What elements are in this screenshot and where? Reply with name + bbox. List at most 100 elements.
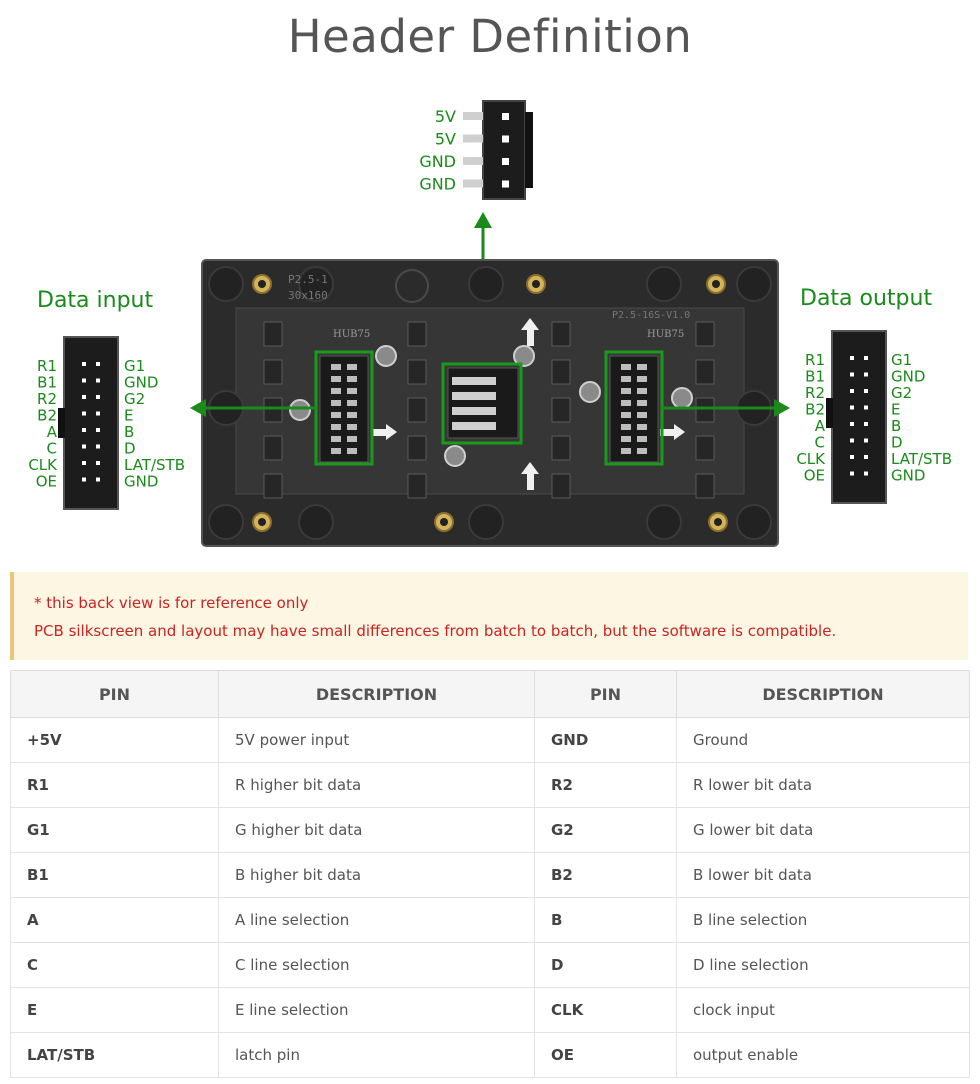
board-screw-center bbox=[714, 518, 722, 526]
data-output-connector bbox=[826, 330, 887, 504]
connector-pin-label: B bbox=[124, 423, 134, 441]
board-chip bbox=[263, 397, 283, 423]
power-pin-label: GND bbox=[419, 152, 456, 171]
board-header-pin bbox=[637, 424, 647, 430]
board-header-pin bbox=[637, 436, 647, 442]
connector-pin-hole bbox=[850, 356, 854, 360]
description-cell: G higher bit data bbox=[218, 807, 535, 853]
connector-pin-hole bbox=[96, 428, 100, 432]
power-pin-hole bbox=[502, 180, 509, 188]
power-arrow-head bbox=[474, 212, 492, 228]
power-pin-label: 5V bbox=[435, 130, 456, 149]
connector-pin-label: OE bbox=[804, 467, 825, 485]
board-screw-center bbox=[712, 280, 720, 288]
board-mount-hole bbox=[298, 504, 334, 540]
board-mount-hole bbox=[208, 504, 244, 540]
table-header-row: PIN DESCRIPTION PIN DESCRIPTION bbox=[10, 670, 970, 718]
board-chip bbox=[407, 397, 427, 423]
board-capacitor bbox=[289, 399, 311, 421]
connector-pin-label: A bbox=[815, 417, 826, 435]
description-cell: clock input bbox=[676, 987, 970, 1033]
board-header-pin bbox=[347, 400, 357, 406]
connector-pin-label: G2 bbox=[124, 390, 145, 408]
connector-pin-label: R2 bbox=[37, 390, 57, 408]
board-chip bbox=[695, 397, 715, 423]
pin-cell: R1 bbox=[10, 762, 219, 808]
description-cell: B line selection bbox=[676, 897, 970, 943]
header-pin-2: PIN bbox=[534, 670, 677, 718]
board-mount-hole bbox=[646, 266, 682, 302]
board-mount-hole bbox=[208, 266, 244, 302]
connector-pin-hole bbox=[864, 372, 868, 377]
board-chip bbox=[263, 435, 283, 461]
board-mount-hole bbox=[736, 504, 772, 540]
board-chip bbox=[695, 473, 715, 499]
connector-pin-label: B2 bbox=[37, 407, 57, 425]
pin-cell: CLK bbox=[534, 987, 677, 1033]
board-header-pin bbox=[621, 388, 631, 394]
board-chip bbox=[407, 473, 427, 499]
note-line-1: * this back view is for reference only bbox=[34, 594, 309, 612]
power-pin-label: GND bbox=[419, 175, 456, 194]
board-chip bbox=[695, 435, 715, 461]
board-header-pin bbox=[347, 412, 357, 418]
data-output-title: Data output bbox=[800, 286, 932, 311]
connector-pin-hole bbox=[850, 438, 854, 443]
board-header-pin bbox=[331, 448, 341, 454]
connector-pin-label: CLK bbox=[28, 456, 58, 474]
pin-cell: C bbox=[10, 942, 219, 988]
header-pin-1: PIN bbox=[10, 670, 219, 718]
board-header-pin bbox=[347, 388, 357, 394]
board-header-pin bbox=[621, 412, 631, 418]
connector-pin-label: OE bbox=[36, 473, 57, 491]
board-chip bbox=[551, 473, 571, 499]
connector-pin-label: E bbox=[891, 401, 900, 419]
board-header-pin bbox=[331, 412, 341, 418]
board-chip bbox=[551, 321, 571, 347]
board-header-pin bbox=[621, 376, 631, 382]
description-cell: B higher bit data bbox=[218, 852, 535, 898]
power-header-highlight bbox=[441, 362, 523, 445]
board-screw-center bbox=[258, 280, 266, 288]
power-pin-lead bbox=[463, 179, 483, 188]
connector-pin-label: GND bbox=[891, 467, 925, 485]
connector-pin-label: A bbox=[47, 423, 58, 441]
connector-pin-hole bbox=[850, 389, 854, 393]
board-screw-center bbox=[532, 280, 540, 288]
board-chip bbox=[263, 359, 283, 385]
connector-pin-hole bbox=[96, 362, 100, 366]
power-pin-lead bbox=[463, 134, 483, 143]
connector-pin-hole bbox=[864, 455, 868, 459]
board-mount-hole bbox=[736, 266, 772, 302]
board-chip bbox=[407, 359, 427, 385]
connector-pin-hole bbox=[864, 389, 868, 393]
connector-pin-label: GND bbox=[891, 368, 925, 386]
description-cell: E line selection bbox=[218, 987, 535, 1033]
reference-note: * this back view is for reference only P… bbox=[10, 572, 968, 660]
connector-pin-hole bbox=[82, 395, 86, 399]
board-capacitor bbox=[513, 345, 535, 367]
connector-pin-label: B1 bbox=[37, 374, 57, 392]
board-header-pin bbox=[637, 376, 647, 382]
connector-pin-hole bbox=[850, 455, 854, 459]
data-input-title: Data input bbox=[37, 288, 153, 313]
header-description-2: DESCRIPTION bbox=[676, 670, 970, 718]
board-header-pin bbox=[621, 448, 631, 454]
connector-pin-label: D bbox=[891, 434, 903, 452]
connector-pin-label: LAT/STB bbox=[124, 456, 185, 474]
board-header-pin bbox=[621, 436, 631, 442]
board-mount-hole bbox=[298, 266, 334, 302]
board-header-pin bbox=[637, 412, 647, 418]
connector-pin-hole bbox=[82, 411, 86, 416]
pin-cell: LAT/STB bbox=[10, 1032, 219, 1078]
description-cell: R lower bit data bbox=[676, 762, 970, 808]
board-header-pin bbox=[621, 364, 631, 370]
board-header-pin bbox=[637, 448, 647, 454]
board-header-pin bbox=[347, 424, 357, 430]
